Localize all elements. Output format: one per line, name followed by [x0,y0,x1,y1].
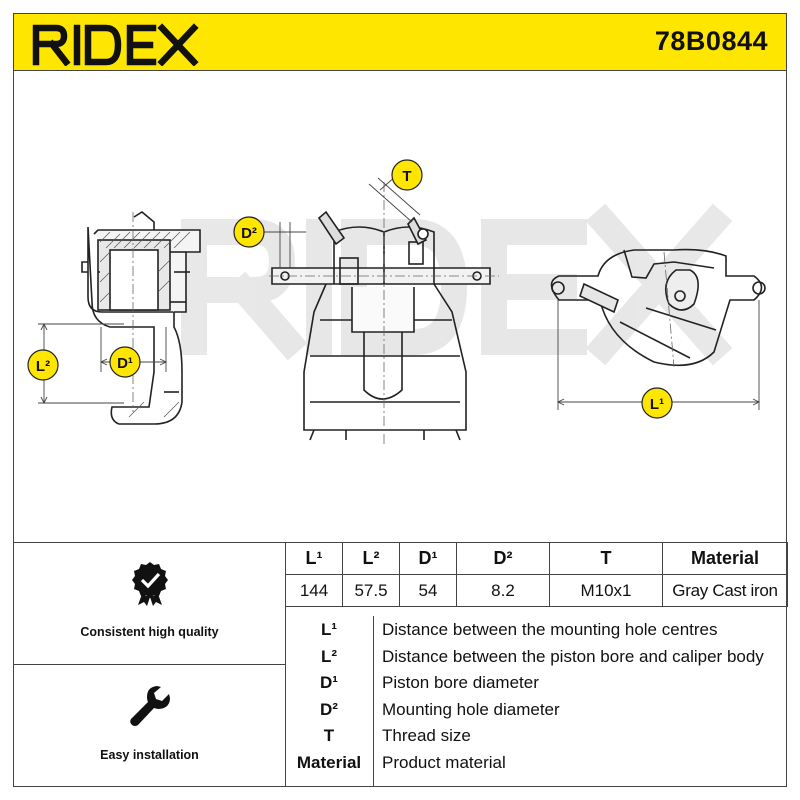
legend-text: Distance between the mounting hole centr… [382,620,718,639]
specs-value-cell: Gray Cast iron [662,574,788,607]
caliper-technical-drawing: L² D¹ D² T L¹ [27,159,766,447]
legend-row: L¹ Distance between the mounting hole ce… [285,620,787,646]
specs-value-cell: 8.2 [456,574,550,607]
legend: L¹ Distance between the mounting hole ce… [285,616,787,787]
legend-key: D² [320,700,338,719]
label-badges: L² D¹ D² T L¹ [27,159,673,419]
part-number: 78B0844 [654,26,768,56]
t-badge-text: T [402,168,411,185]
specs-value-cell: 54 [399,574,457,607]
legend-text: Distance between the piston bore and cal… [382,647,764,666]
hatching [99,231,191,418]
specs-table: L¹ L² D¹ D² T Material 144 57.5 54 8.2 M… [285,542,788,607]
legend-key: T [323,726,335,745]
specs-header-cell: Material [662,542,788,575]
caliper-side-view [550,248,766,367]
specs-header-row: L¹ L² D¹ D² T Material [285,542,788,575]
divider-left-col [285,542,286,787]
legend-text: Product material [382,753,506,772]
specs-value-cell: 144 [285,574,343,607]
feature-quality-label: Consistent high quality [80,625,219,639]
legend-key: D¹ [320,673,338,692]
legend-row: Material Product material [285,753,787,779]
feature-quality: Consistent high quality [14,560,285,639]
legend-divider [373,616,374,787]
legend-text: Piston bore diameter [382,673,539,692]
specs-header-cell: D² [456,542,550,575]
caliper-front-view [271,210,491,441]
ridex-logo [32,23,199,66]
legend-key: Material [296,753,362,772]
legend-text: Thread size [382,726,471,745]
legend-row: D¹ Piston bore diameter [285,673,787,699]
legend-row: T Thread size [285,726,787,752]
specs-header-cell: D¹ [399,542,457,575]
divider-features [13,664,285,665]
wrench-icon [129,686,170,726]
l1-badge-text: L¹ [650,396,664,413]
feature-installation-label: Easy installation [100,748,199,762]
d2-badge-text: D² [241,225,257,242]
legend-key: L¹ [320,620,338,639]
l2-badge-text: L² [36,358,50,375]
legend-text: Mounting hole diameter [382,700,560,719]
specs-header-cell: L¹ [285,542,343,575]
header-bar: 78B0844 [13,13,787,71]
caliper-section-view [81,211,201,425]
feature-installation: Easy installation [14,683,285,762]
d1-badge-text: D¹ [117,355,133,372]
specs-header-cell: L² [342,542,400,575]
specs-header-cell: T [549,542,663,575]
legend-row: L² Distance between the piston bore and … [285,647,787,673]
specs-value-cell: 57.5 [342,574,400,607]
check-badge-icon [131,562,168,606]
d2-dimension [264,222,306,268]
specs-value-row: 144 57.5 54 8.2 M10x1 Gray Cast iron [285,574,788,607]
legend-key: L² [320,647,338,666]
specs-value-cell: M10x1 [549,574,663,607]
ridex-watermark [181,203,733,366]
legend-row: D² Mounting hole diameter [285,700,787,726]
